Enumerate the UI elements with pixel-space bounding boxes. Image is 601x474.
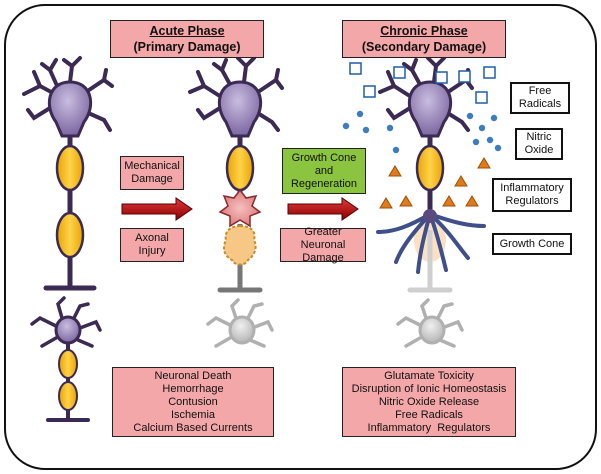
chronic-phase-header: Chronic Phase (Secondary Damage) (342, 20, 506, 58)
inflammatory-triangles (379, 157, 491, 209)
axonal-injury-label: Axonal Injury (135, 232, 169, 257)
acute-phase-subtitle: (Primary Damage) (133, 40, 241, 54)
chronic-summary-box: Glutamate Toxicity Disruption of Ionic H… (342, 367, 516, 437)
nitric-oxide-dots (342, 110, 502, 154)
acute-summary-item: Contusion (168, 395, 218, 408)
nitric-oxide-label: Nitric Oxide (524, 131, 554, 156)
chronic-phase-subtitle: (Secondary Damage) (361, 40, 487, 54)
greater-neuronal-damage-label: Greater Neuronal Damage (300, 225, 346, 264)
axonal-injury-box: Axonal Injury (120, 228, 184, 262)
acute-summary-item: Neuronal Death (154, 369, 232, 382)
nitric-oxide-label-box: Nitric Oxide (515, 128, 563, 160)
neuron-healthy (22, 56, 114, 291)
mechanical-damage-label: Mechanical Damage (124, 160, 180, 185)
arrow-acute (121, 197, 193, 221)
growth-cone-label: Growth Cone (499, 237, 565, 250)
injury-star (218, 188, 262, 228)
free-radicals-label-box: Free Radicals (510, 82, 570, 114)
neuron-chronic (376, 56, 486, 293)
acute-summary-item: Hemorrhage (162, 382, 224, 395)
chronic-summary-item: Free Radicals (395, 408, 463, 421)
chronic-summary-item: Glutamate Toxicity (384, 369, 474, 382)
acute-phase-header: Acute Phase (Primary Damage) (110, 20, 264, 58)
chronic-summary-item: Nitric Oxide Release (378, 395, 480, 408)
mechanical-damage-box: Mechanical Damage (120, 156, 184, 190)
acute-summary-item: Calcium Based Currents (133, 421, 253, 434)
neuron-small-healthy (30, 296, 102, 422)
acute-phase-title: Acute Phase (149, 24, 225, 38)
acute-summary-item: Ischemia (170, 408, 216, 421)
neuron-injured (188, 56, 284, 293)
free-radicals-label: Free Radicals (518, 85, 562, 110)
inflammatory-regulators-label-box: Inflammatory Regulators (492, 178, 572, 212)
free-radical-squares (349, 62, 496, 104)
growth-cone-regeneration-box: Growth Cone and Regeneration (282, 148, 366, 194)
acute-summary-box: Neuronal Death Hemorrhage Contusion Isch… (112, 367, 274, 437)
chronic-phase-title: Chronic Phase (380, 24, 468, 38)
neuron-faded-middle (206, 298, 274, 348)
inflammatory-regulators-label: Inflammatory Regulators (500, 182, 564, 207)
chronic-summary-item: Inflammatory Regulators (367, 421, 491, 434)
arrow-chronic (287, 197, 359, 221)
chronic-summary-item: Disruption of Ionic Homeostasis (351, 382, 507, 395)
greater-neuronal-damage-box: Greater Neuronal Damage (280, 225, 366, 264)
growth-cone-regeneration-label: Growth Cone and Regeneration (290, 151, 358, 190)
growth-cone-label-box: Growth Cone (492, 233, 572, 255)
neuron-faded-right (396, 298, 464, 348)
